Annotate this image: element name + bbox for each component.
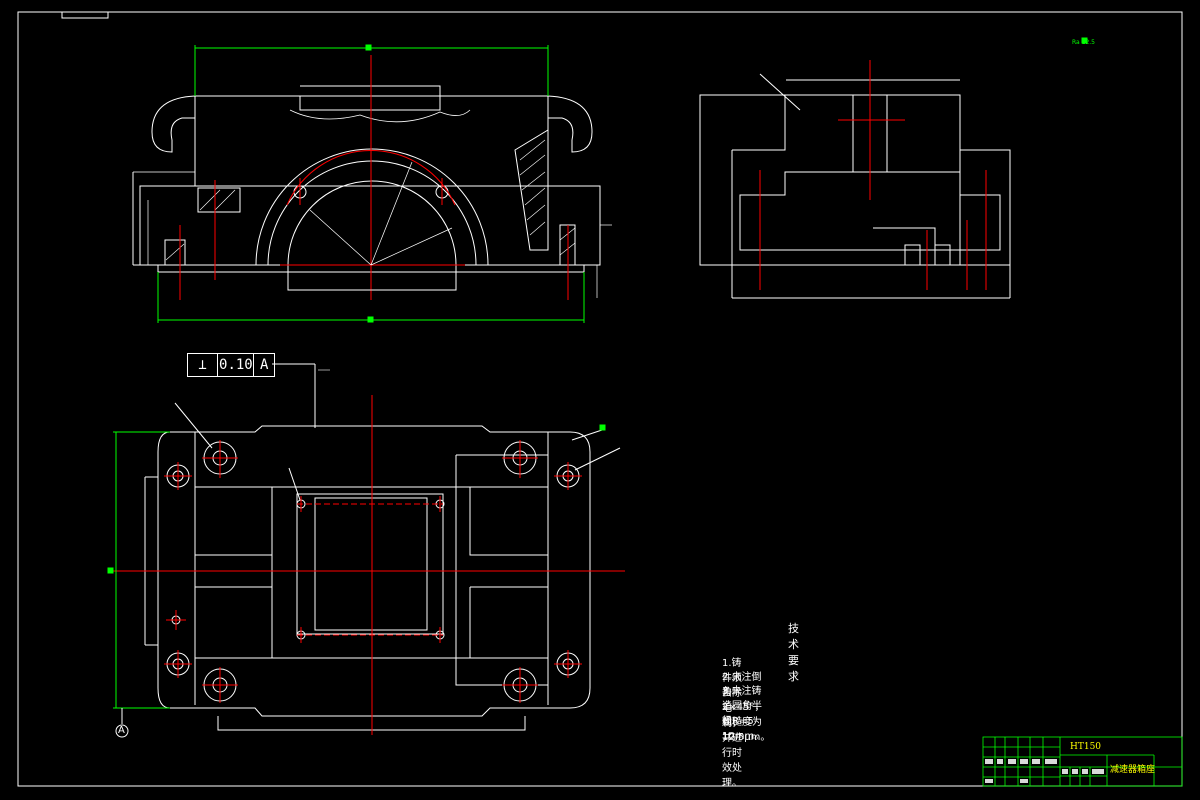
material-label: HT150	[1070, 742, 1102, 752]
tolerance-datum: A	[260, 357, 269, 373]
title-block-fill-marks	[985, 759, 1104, 783]
datum-label: A	[118, 725, 125, 736]
front-view-centerlines	[179, 55, 569, 300]
part-name-label: 减速器箱座	[1110, 765, 1156, 775]
note-line-2: 2.未注倒角2×45°，粗糙度为12.5μm。	[722, 672, 771, 743]
perpendicularity-symbol: ⊥	[188, 354, 219, 376]
note-line-1: 1.铸件须去除毛刺，并进行时效处理。	[722, 658, 742, 789]
side-view	[699, 73, 1011, 299]
drawing-frame	[17, 11, 1183, 787]
surface-roughness-mark: Ra 12.5	[1072, 39, 1095, 46]
top-view-centerlines	[110, 395, 625, 735]
notes-title: 技术要求	[788, 622, 799, 683]
side-view-centerlines	[759, 60, 987, 290]
geometric-tolerance-frame: ⊥ 0.10 A	[187, 353, 275, 377]
title-block	[982, 736, 1183, 787]
front-view-dim-lines	[133, 161, 612, 298]
datum-symbol	[115, 708, 129, 738]
front-view	[132, 85, 601, 291]
note-line-3: 3.未注铸造圆角半径R=5-10mm。	[722, 686, 765, 742]
front-view-dimensions	[157, 44, 585, 323]
tolerance-value: 0.10	[218, 354, 255, 376]
top-view	[144, 363, 621, 731]
